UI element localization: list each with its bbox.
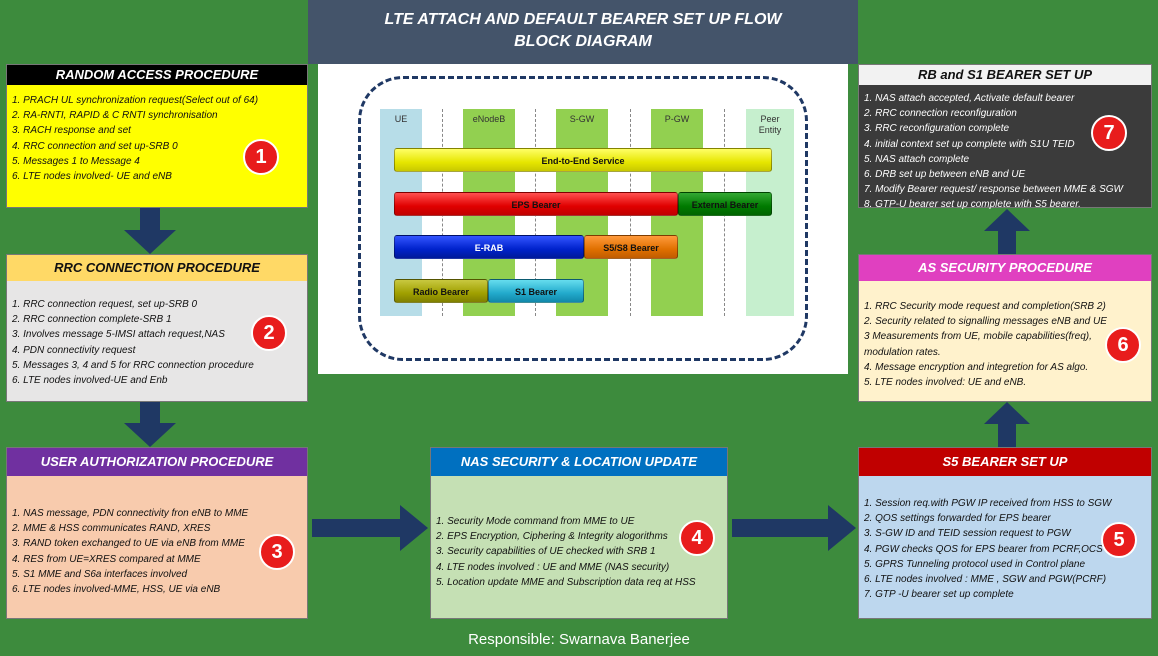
peer-entity-label: Peer Entity [758, 114, 782, 135]
radio-bearer-bar: Radio Bearer [394, 279, 488, 303]
step-number-1: 1 [243, 139, 279, 175]
as-security-list: 1. RRC Security mode request and complet… [859, 295, 1151, 401]
nas-security-header: NAS SECURITY & LOCATION UPDATE [431, 448, 727, 476]
list-item: 2. QOS settings forwarded for EPS bearer [864, 513, 1051, 525]
list-item: 2. MME & HSS communicates RAND, XRES [12, 523, 211, 535]
list-item: 5. Location update MME and Subscription … [436, 576, 696, 588]
rrc-connection-header: RRC CONNECTION PROCEDURE [7, 255, 307, 281]
list-item: 5. Messages 3, 4 and 5 for RRC connectio… [12, 359, 254, 371]
s5-bearer-box: S5 BEARER SET UP 1. Session req.with PGW… [858, 447, 1152, 619]
step-number-6: 6 [1105, 327, 1141, 363]
list-item: 4. LTE nodes involved : UE and MME (NAS … [436, 561, 670, 573]
arrow-down-1-to-2 [124, 208, 176, 254]
arrow-down-2-to-3 [124, 402, 176, 447]
external-bearer-bar: External Bearer [678, 192, 772, 216]
title-line-1: LTE ATTACH AND DEFAULT BEARER SET UP FLO… [384, 11, 782, 28]
as-security-header: AS SECURITY PROCEDURE [859, 255, 1151, 281]
step-number-4: 4 [679, 520, 715, 556]
rb-s1-bearer-box: RB and S1 BEARER SET UP 1. NAS attach ac… [858, 64, 1152, 210]
arrow-up-5-to-6 [984, 402, 1030, 447]
random-access-list: 1. PRACH UL synchronization request(Sele… [7, 89, 307, 207]
rb-s1-bearer-header: RB and S1 BEARER SET UP [859, 65, 1151, 85]
step-number-5: 5 [1101, 522, 1137, 558]
list-item: 1. NAS attach accepted, Activate default… [864, 93, 1075, 104]
list-item: 5. NAS attach complete [864, 153, 970, 165]
ue-label: UE [394, 114, 408, 124]
list-item: 4. initial context set up complete with … [864, 138, 1075, 150]
list-item: 6. LTE nodes involved : MME , SGW and PG… [864, 574, 1107, 586]
rrc-connection-list: 1. RRC connection request, set up-SRB 0 … [7, 293, 307, 401]
list-item: 2. EPS Encryption, Ciphering & Integrity… [436, 531, 668, 543]
list-item: 6. LTE nodes involved-UE and Enb [12, 375, 168, 387]
list-item: 2. Security related to signalling messag… [864, 316, 1107, 328]
list-item: 3. RRC reconfiguration complete [864, 123, 1010, 135]
list-item: modulation rates. [864, 346, 941, 358]
list-item: 6. LTE nodes involved-MME, HSS, UE via e… [12, 584, 221, 596]
s5-bearer-header: S5 BEARER SET UP [859, 448, 1151, 476]
arrow-right-3-to-4 [312, 505, 428, 551]
list-item: 1. RRC connection request, set up-SRB 0 [12, 299, 198, 310]
footer-credit: Responsible: Swarnava Banerjee [468, 631, 690, 648]
list-item: 6. LTE nodes involved- UE and eNB [12, 171, 172, 183]
random-access-box: RANDOM ACCESS PROCEDURE 1. PRACH UL sync… [6, 64, 308, 208]
list-item: 5. GPRS Tunneling protocol used in Contr… [864, 558, 1086, 570]
pgw-label: P-GW [664, 114, 690, 124]
list-item: 7. GTP -U bearer set up complete [864, 589, 1014, 601]
list-item: 3. S-GW ID and TEID session request to P… [864, 528, 1071, 540]
nas-security-list: 1. Security Mode command from MME to UE … [431, 510, 727, 618]
list-item: 4. RRC connection and set up-SRB 0 [12, 140, 178, 152]
bearer-architecture-diagram: UE eNodeB S-GW P-GW Peer Entity End-to-E… [318, 64, 848, 374]
title-line-2: BLOCK DIAGRAM [514, 33, 652, 50]
user-authorization-header: USER AUTHORIZATION PROCEDURE [7, 448, 307, 476]
step-number-7: 7 [1091, 115, 1127, 151]
step-number-2: 2 [251, 315, 287, 351]
enodeb-label: eNodeB [472, 114, 506, 124]
list-item: 3. Involves message 5-IMSI attach reques… [12, 329, 225, 341]
list-item: 3. Security capabilities of UE checked w… [436, 546, 656, 558]
as-security-box: AS SECURITY PROCEDURE 1. RRC Security mo… [858, 254, 1152, 402]
nas-security-box: NAS SECURITY & LOCATION UPDATE 1. Securi… [430, 447, 728, 619]
dashed-frame [358, 76, 808, 361]
list-item: 5. LTE nodes involved: UE and eNB. [864, 377, 1027, 389]
list-item: 8. GTP-U bearer set up complete with S5 … [864, 199, 1081, 211]
sgw-label: S-GW [569, 114, 595, 124]
s1-bearer-bar: S1 Bearer [488, 279, 584, 303]
list-item: 1. PRACH UL synchronization request(Sele… [12, 95, 259, 106]
list-item: 4. PGW checks QOS for EPS bearer from PC… [864, 543, 1103, 555]
end-to-end-service-bar: End-to-End Service [394, 148, 772, 172]
diagram-title: LTE ATTACH AND DEFAULT BEARER SET UP FLO… [308, 0, 858, 64]
rrc-connection-box: RRC CONNECTION PROCEDURE 1. RRC connecti… [6, 254, 308, 402]
list-item: 7. Modify Bearer request/ response betwe… [864, 184, 1123, 196]
rb-s1-bearer-list: 1. NAS attach accepted, Activate default… [859, 87, 1151, 210]
list-item: 1. Security Mode command from MME to UE [436, 516, 635, 527]
eps-bearer-bar: EPS Bearer [394, 192, 678, 216]
user-authorization-list: 1. NAS message, PDN connectivity fron eN… [7, 502, 307, 618]
list-item: 4. PDN connectivity request [12, 344, 136, 356]
s5-bearer-list: 1. Session req.with PGW IP received from… [859, 492, 1151, 618]
list-item: 1. RRC Security mode request and complet… [864, 301, 1106, 312]
s5-s8-bearer-bar: S5/S8 Bearer [584, 235, 678, 259]
list-item: 2. RA-RNTI, RAPID & C RNTI synchronisati… [12, 110, 218, 122]
list-item: 3. RAND token exchanged to UE via eNB fr… [12, 538, 245, 550]
list-item: 3 Measurements from UE, mobile capabilit… [864, 331, 1092, 343]
list-item: 2. RRC connection reconfiguration [864, 108, 1017, 120]
arrow-right-4-to-5 [732, 505, 856, 551]
list-item: 1. NAS message, PDN connectivity fron eN… [12, 508, 249, 519]
list-item: 5. S1 MME and S6a interfaces involved [12, 568, 188, 580]
random-access-header: RANDOM ACCESS PROCEDURE [7, 65, 307, 85]
user-authorization-box: USER AUTHORIZATION PROCEDURE 1. NAS mess… [6, 447, 308, 619]
list-item: 3. RACH response and set [12, 125, 131, 137]
list-item: 4. RES from UE=XRES compared at MME [12, 553, 201, 565]
list-item: 2. RRC connection complete-SRB 1 [12, 314, 172, 326]
list-item: 5. Messages 1 to Message 4 [12, 155, 140, 167]
arrow-up-6-to-7 [984, 209, 1030, 254]
list-item: 6. DRB set up between eNB and UE [864, 169, 1026, 181]
e-rab-bar: E-RAB [394, 235, 584, 259]
list-item: 4. Message encryption and integretion fo… [864, 361, 1089, 373]
step-number-3: 3 [259, 534, 295, 570]
list-item: 1. Session req.with PGW IP received from… [864, 498, 1112, 509]
